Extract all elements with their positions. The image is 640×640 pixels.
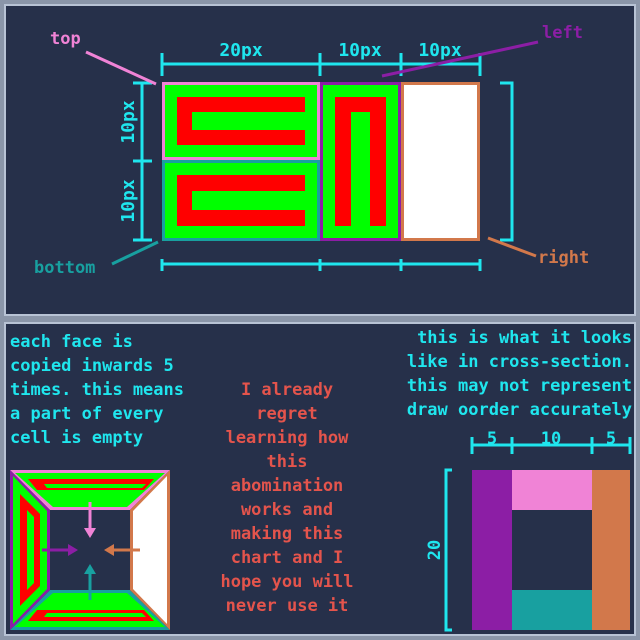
dim-width-top-face: 20px [219, 40, 263, 61]
face-layout-panel: 20px 10px 10px 10px 10px [4, 4, 636, 316]
label-right: right [538, 248, 589, 268]
direction-arrows [42, 502, 140, 600]
bottom-pointer [111, 240, 159, 266]
left-dimension-line [133, 81, 152, 242]
dim-width-left-face: 10px [338, 40, 382, 61]
cs-dim-middle: 10 [541, 429, 561, 449]
cs-top-region [512, 470, 592, 510]
bottom-dimension-line [160, 259, 482, 271]
cs-dim-right: 5 [606, 429, 616, 449]
dim-height-bottom-face: 10px [118, 179, 139, 223]
cs-empty-region [512, 510, 592, 590]
cs-left-region [472, 470, 512, 630]
label-left: left [542, 23, 583, 43]
cross-section-diagram: 5 10 5 20 [425, 429, 632, 632]
cs-dim-left: 5 [487, 429, 497, 449]
note-inward-copies: each face is copied inwards 5 times. thi… [10, 332, 184, 448]
cross-section-width-dimension [470, 437, 632, 454]
cross-section-height-dimension [444, 468, 452, 632]
right-bracket [500, 81, 514, 242]
explanation-panel: each face is copied inwards 5 times. thi… [4, 322, 636, 636]
left-face-texture [320, 82, 401, 241]
cs-bottom-region [512, 590, 592, 630]
note-cross-section: this is what it looks like in cross-sect… [406, 328, 632, 420]
note-regret-comment: I already regret learning how this abomi… [220, 380, 354, 616]
cs-right-region [592, 470, 630, 630]
bottom-face-texture [162, 160, 320, 241]
top-dimension-line [160, 53, 482, 76]
dim-width-right-face: 10px [418, 40, 462, 61]
dim-height-top-face: 10px [118, 100, 139, 144]
cs-dim-height: 20 [425, 540, 445, 560]
left-pointer [381, 40, 539, 78]
label-top: top [50, 29, 81, 49]
right-pointer [487, 236, 537, 258]
perspective-box-view [10, 470, 170, 630]
diagrams: 5 10 5 20 [10, 429, 632, 632]
face-layout-diagram: 20px 10px 10px 10px 10px [34, 23, 589, 278]
label-bottom: bottom [34, 258, 95, 278]
top-face-texture [162, 82, 320, 160]
top-pointer [85, 50, 157, 86]
right-face-texture [401, 82, 480, 241]
